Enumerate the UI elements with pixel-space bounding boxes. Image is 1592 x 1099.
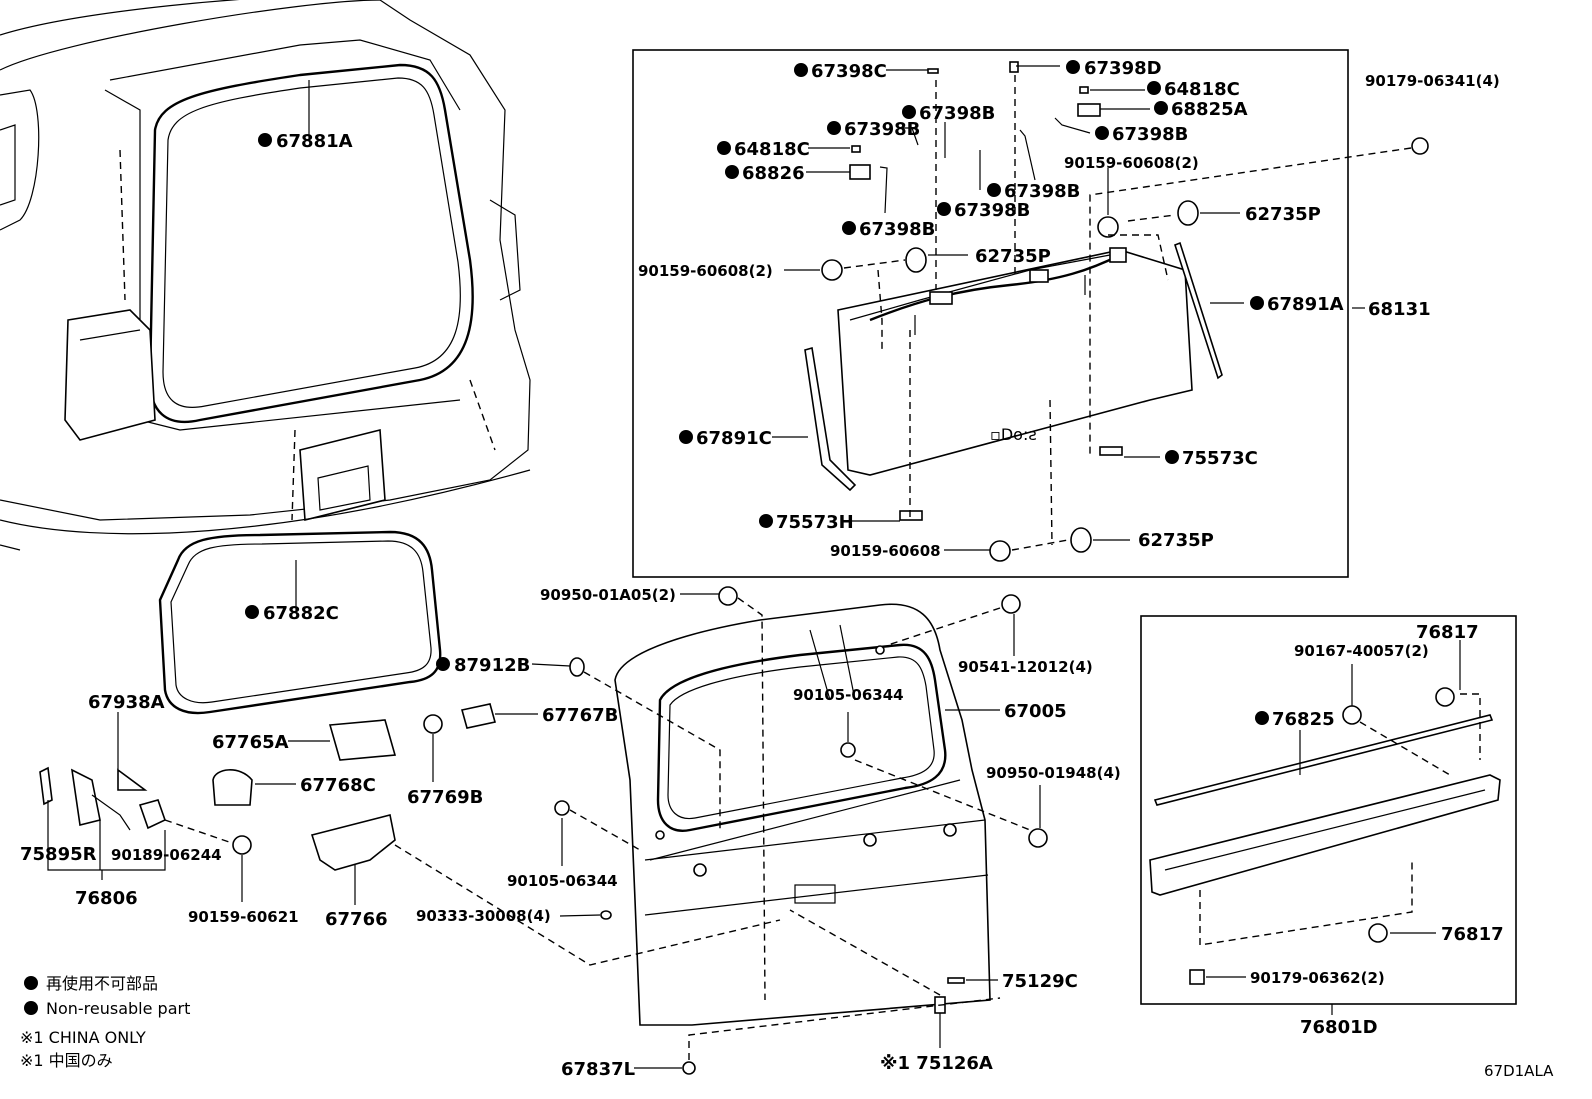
non-reusable-marker (987, 183, 1001, 197)
legend-note-jp: ※1 中国のみ (20, 1051, 113, 1070)
label-90179-06341: 90179-06341(4) (1365, 72, 1500, 90)
label-90950-01a05: 90950-01A05(2) (540, 586, 676, 604)
label-67938a: 67938A (88, 692, 165, 713)
label-90179-06362: 90179-06362(2) (1250, 969, 1385, 987)
back-door-glass: ▫Do:ƨ (837, 247, 1193, 476)
label-90159-60608: 90159-60608 (830, 542, 941, 560)
label-76817-lower: 76817 (1441, 924, 1504, 945)
non-reusable-marker (759, 514, 773, 528)
label-67005: 67005 (1004, 701, 1067, 722)
svg-text:▫Do:ƨ: ▫Do:ƨ (990, 425, 1037, 444)
trim-67891c (804, 346, 857, 492)
part-labels: 67881A 67882C 67938A 75895R 90189-06244 … (20, 58, 1504, 1080)
label-67398b-right-top: 67398B (1112, 124, 1188, 145)
label-67398b-right-mid: 67398B (1004, 181, 1080, 202)
label-67891a: 67891A (1267, 294, 1344, 315)
non-reusable-marker (436, 657, 450, 671)
legend-non-reusable-en: Non-reusable part (46, 999, 190, 1018)
legend-marker-en (24, 1001, 38, 1015)
label-67891c: 67891C (696, 428, 772, 449)
label-90167-40057: 90167-40057(2) (1294, 642, 1429, 660)
non-reusable-marker (258, 133, 272, 147)
label-64818c-right: 64818C (1164, 79, 1240, 100)
label-67765a: 67765A (212, 732, 289, 753)
label-75129c: 75129C (1002, 971, 1078, 992)
non-reusable-marker (1165, 450, 1179, 464)
legend-note-en: ※1 CHINA ONLY (20, 1028, 146, 1047)
label-67881a: 67881A (276, 131, 353, 152)
label-90159-60608-2-right: 90159-60608(2) (1064, 154, 1199, 172)
glass-assembly-box (632, 49, 1349, 578)
label-75126a: ※1 75126A (880, 1053, 993, 1074)
label-90159-60621: 90159-60621 (188, 908, 299, 926)
label-67766: 67766 (325, 909, 388, 930)
label-90105-06344-upper: 90105-06344 (793, 686, 904, 704)
vehicle-rear-illustration (0, 0, 531, 551)
label-76825: 76825 (1272, 709, 1335, 730)
label-76801d: 76801D (1300, 1017, 1378, 1038)
non-reusable-marker (1255, 711, 1269, 725)
label-67398b-center-mid: 67398B (954, 200, 1030, 221)
non-reusable-marker (1095, 126, 1109, 140)
label-67398b-left-mid: 67398B (859, 219, 935, 240)
label-67398c: 67398C (811, 61, 887, 82)
non-reusable-marker (902, 105, 916, 119)
label-67768c: 67768C (300, 775, 376, 796)
label-90159-60608-2-left: 90159-60608(2) (638, 262, 773, 280)
label-90541-12012: 90541-12012(4) (958, 658, 1093, 676)
garnish-assembly-box (1140, 615, 1517, 1005)
garnish-assembly (1149, 693, 1501, 946)
label-90189-06244: 90189-06244 (111, 846, 222, 864)
non-reusable-marker (1154, 101, 1168, 115)
non-reusable-marker (679, 430, 693, 444)
label-67882c: 67882C (263, 603, 339, 624)
label-67769b: 67769B (407, 787, 483, 808)
non-reusable-marker (794, 63, 808, 77)
label-67398b-left-top: 67398B (844, 119, 920, 140)
legend-non-reusable-jp: 再使用不可部品 (46, 974, 158, 993)
label-67398d: 67398D (1084, 58, 1162, 79)
legend: 再使用不可部品 Non-reusable part ※1 CHINA ONLY … (20, 974, 190, 1070)
non-reusable-marker (842, 221, 856, 235)
label-68826: 68826 (742, 163, 805, 184)
non-reusable-marker (245, 605, 259, 619)
non-reusable-marker (1066, 60, 1080, 74)
non-reusable-marker (717, 141, 731, 155)
label-90333-30008: 90333-30008(4) (416, 907, 551, 925)
label-62735p-lower: 62735P (1138, 530, 1214, 551)
label-67767b: 67767B (542, 705, 618, 726)
non-reusable-marker (725, 165, 739, 179)
label-87912b: 87912B (454, 655, 530, 676)
non-reusable-marker (937, 202, 951, 216)
non-reusable-marker (827, 121, 841, 135)
non-reusable-marker (1250, 296, 1264, 310)
label-75895r: 75895R (20, 844, 97, 865)
label-62735p-middle: 62735P (975, 246, 1051, 267)
label-75573c: 75573C (1182, 448, 1258, 469)
label-90105-06344-lower: 90105-06344 (507, 872, 618, 890)
label-68131: 68131 (1368, 299, 1431, 320)
label-75573h: 75573H (776, 512, 854, 533)
label-62735p-upper: 62735P (1245, 204, 1321, 225)
label-67837l: 67837L (561, 1059, 635, 1080)
small-parts (39, 61, 1455, 1075)
label-90950-01948: 90950-01948(4) (986, 764, 1121, 782)
label-68825a: 68825A (1171, 99, 1248, 120)
legend-marker-jp (24, 976, 38, 990)
trim-67891a (1174, 241, 1223, 380)
label-76806: 76806 (75, 888, 138, 909)
diagram-code: 67D1ALA (1484, 1062, 1554, 1080)
back-door-panel-67005 (614, 603, 991, 1026)
label-76817-upper: 76817 (1416, 622, 1479, 643)
weatherstrip-67882c (158, 530, 442, 715)
non-reusable-marker (1147, 81, 1161, 95)
label-64818c-left: 64818C (734, 139, 810, 160)
leader-lines (47, 65, 1461, 1069)
label-67398b-center-top: 67398B (919, 103, 995, 124)
